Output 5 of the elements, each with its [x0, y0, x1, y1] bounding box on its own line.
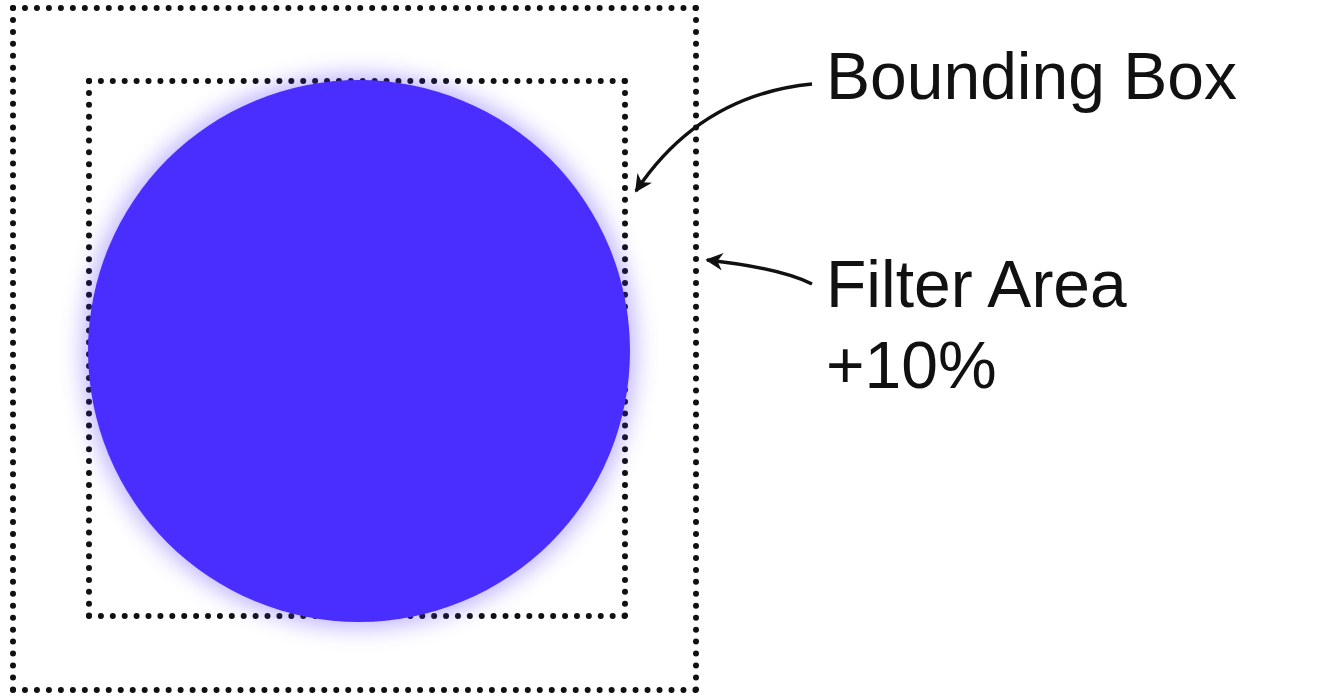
callout-label: Filter Area +10%	[826, 244, 1226, 406]
filter-area-box	[10, 5, 699, 693]
leader-line	[705, 253, 813, 286]
callout-label: Bounding Box	[826, 36, 1306, 117]
leader-line	[634, 82, 813, 193]
